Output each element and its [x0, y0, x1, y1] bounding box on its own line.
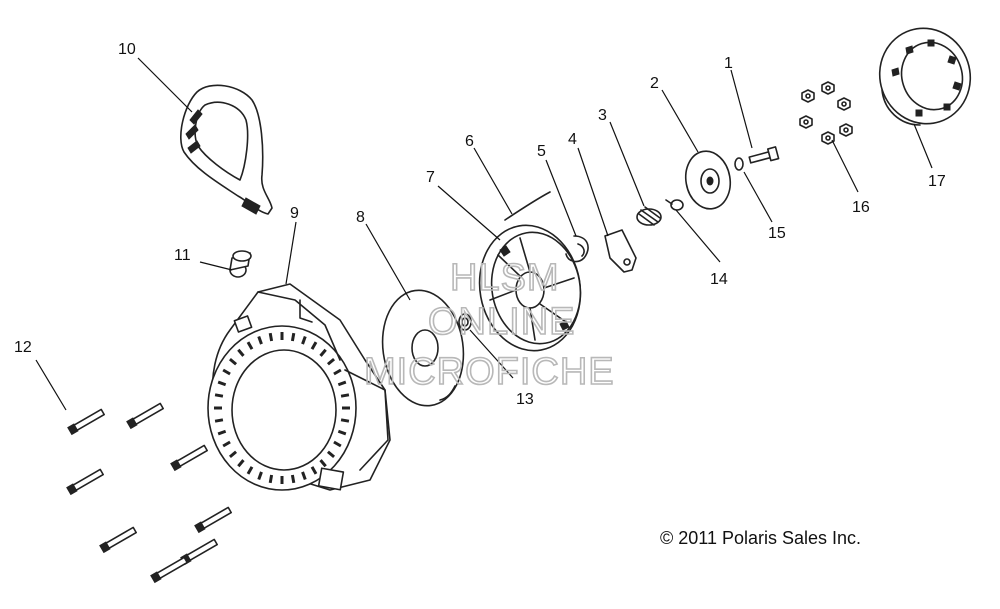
vent-slot [290, 332, 296, 342]
part-1-bolt [748, 146, 780, 164]
vent-slot [342, 406, 350, 410]
vent-slot [237, 459, 245, 468]
vent-slot [228, 357, 238, 366]
part-5-clip [565, 235, 589, 263]
vent-slot [310, 466, 318, 475]
part-6-rope [504, 191, 551, 221]
vent-slot [333, 440, 342, 448]
vent-slot [301, 471, 307, 480]
vent-slot [319, 348, 327, 357]
vent-slot [337, 429, 347, 436]
part-3-spring [636, 206, 662, 226]
watermark-line2: ONLINE [428, 301, 575, 343]
callout-3: 3 [598, 107, 607, 124]
watermark-line3: MICROFICHE [364, 351, 615, 393]
callout-16: 16 [852, 199, 870, 216]
vent-slot [319, 459, 327, 468]
vent-slot [214, 418, 224, 423]
vent-slot [268, 332, 274, 342]
callout-10: 10 [118, 41, 136, 58]
vent-slot [228, 450, 238, 459]
vent-slot [214, 406, 222, 410]
part-13-bushing [458, 313, 472, 331]
vent-slot [280, 476, 284, 484]
copyright-text: © 2011 Polaris Sales Inc. [660, 528, 862, 548]
vent-slot [310, 341, 318, 350]
watermark: HLSM ONLINE MICROFICHE [363, 256, 615, 394]
vent-slot [222, 440, 231, 448]
callout-numbers: 1 2 3 4 5 6 7 8 9 10 11 12 13 14 15 16 1… [14, 41, 946, 408]
callout-17: 17 [928, 173, 946, 190]
vent-slot [333, 368, 342, 376]
vent-slot [257, 471, 263, 480]
part-11-plug [229, 250, 252, 278]
callout-8: 8 [356, 209, 365, 226]
vent-slot [246, 341, 254, 350]
part-7-pulley [478, 224, 582, 352]
callout-4: 4 [568, 131, 577, 148]
part-14-pin [665, 199, 684, 211]
part-12-bolts [66, 402, 233, 584]
callout-5: 5 [537, 143, 546, 160]
part-2-plate [684, 150, 732, 210]
vent-slot [237, 348, 245, 357]
vent-slot [268, 474, 274, 484]
vent-slot [280, 332, 284, 340]
callout-14: 14 [710, 271, 728, 288]
part-15-washer [734, 157, 744, 171]
callout-1: 1 [724, 55, 733, 72]
vent-slot [214, 393, 224, 398]
vent-slot [217, 429, 227, 436]
vent-slot [222, 368, 231, 376]
vent-slot [326, 450, 336, 459]
part-4-pawl [604, 229, 637, 273]
vent-slot [337, 380, 347, 387]
part-9-housing [207, 283, 391, 491]
callout-12: 12 [14, 339, 32, 356]
vent-slot [340, 418, 350, 423]
watermark-line1: HLSM [450, 257, 560, 299]
vent-slot [246, 466, 254, 475]
vent-slot [217, 380, 227, 387]
part-17-cup [878, 27, 972, 126]
callout-7: 7 [426, 169, 435, 186]
callout-9: 9 [290, 205, 299, 222]
callout-13: 13 [516, 391, 534, 408]
callout-15: 15 [768, 225, 786, 242]
vent-slot [301, 336, 307, 345]
callout-11: 11 [174, 247, 191, 264]
vent-slot [290, 474, 296, 484]
vent-slot [257, 336, 263, 345]
part-8-spring-plate [381, 289, 465, 407]
callout-2: 2 [650, 75, 659, 92]
vent-slot [326, 357, 336, 366]
callout-6: 6 [465, 133, 474, 150]
part-16-nuts [799, 81, 853, 145]
leader-lines [35, 57, 933, 411]
vent-slot [340, 393, 350, 398]
part-10-handle [180, 84, 273, 215]
